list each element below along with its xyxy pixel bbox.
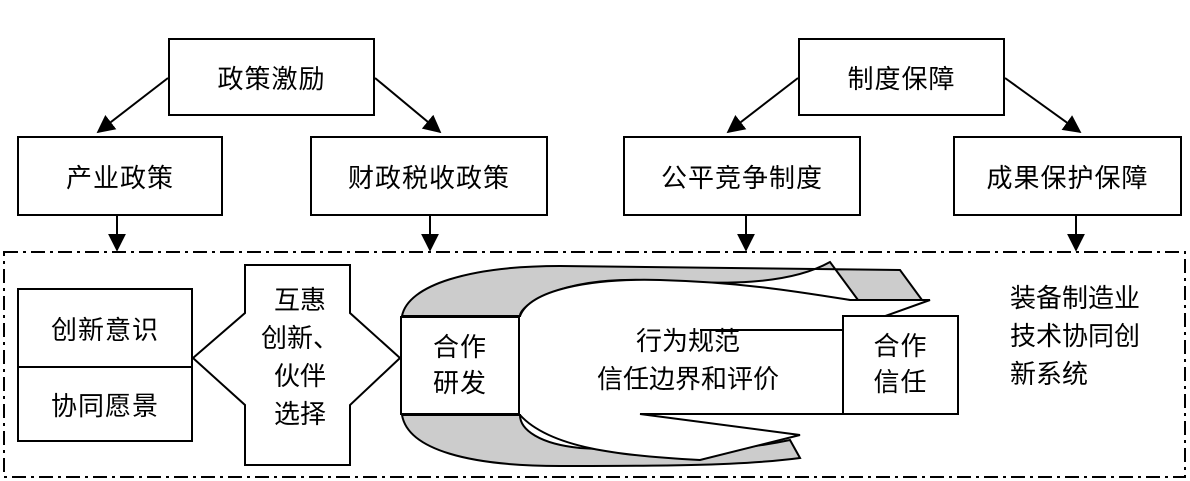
- cooperative-trust-box: 合作 信任: [842, 315, 959, 415]
- fiscal-tax-policy-box: 财政税收政策: [310, 136, 548, 216]
- collaborative-vision-box: 协同愿景: [17, 366, 193, 442]
- fair-competition-label: 公平竞争制度: [660, 163, 823, 194]
- cooperative-rd-box: 合作 研发: [400, 316, 520, 415]
- cooperative-rd-label: 合作 研发: [432, 332, 487, 399]
- innovation-awareness-box: 创新意识: [17, 288, 193, 368]
- arrow-system-to-protection: [1004, 77, 1082, 134]
- cycle-arrow-loop: [519, 278, 931, 462]
- mutual-benefit-text: 互惠 创新、 伙伴 选择: [260, 286, 339, 430]
- industry-policy-label: 产业政策: [65, 163, 174, 194]
- cooperative-trust-label: 合作 信任: [873, 332, 928, 398]
- innovation-awareness-label: 创新意识: [50, 315, 159, 346]
- fiscal-tax-policy-label: 财政税收政策: [347, 163, 510, 194]
- center-norms-text: 行为规范 信任边界和评价: [596, 327, 779, 395]
- policy-incentive-box: 政策激励: [168, 38, 375, 116]
- arrow-policy-to-fiscal: [374, 77, 442, 134]
- institutional-guarantee-label: 制度保障: [847, 64, 956, 95]
- arrow-policy-to-industry: [96, 77, 169, 134]
- collaborative-vision-label: 协同愿景: [50, 391, 159, 422]
- fair-competition-box: 公平竞争制度: [623, 136, 861, 216]
- industry-policy-box: 产业政策: [17, 136, 223, 216]
- arrow-system-to-competition: [726, 77, 799, 134]
- result-protection-box: 成果保护保障: [953, 136, 1182, 216]
- result-protection-label: 成果保护保障: [986, 163, 1149, 194]
- system-label: 装备制造业技术协同创新系统: [1010, 284, 1141, 390]
- policy-incentive-label: 政策激励: [217, 64, 326, 95]
- institutional-guarantee-box: 制度保障: [798, 38, 1005, 116]
